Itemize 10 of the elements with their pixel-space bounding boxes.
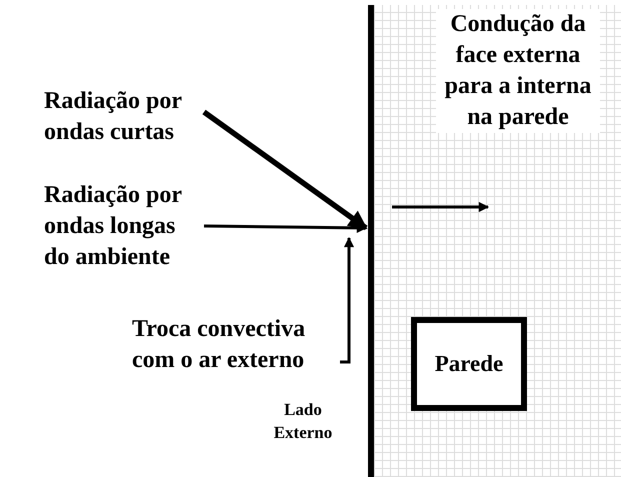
flux-label: Radiação por ondas longas do ambiente <box>44 180 204 273</box>
arrow <box>202 110 368 230</box>
side-label: Lado Externo <box>272 399 334 444</box>
wall-heading: Condução da face externa para a interna na parede <box>436 9 600 133</box>
flux-label: Radiação por ondas curtas <box>44 86 204 148</box>
arrow <box>340 236 354 364</box>
flux-label: Troca convectiva com o ar externo <box>132 314 340 376</box>
wall-panel <box>368 5 621 477</box>
arrow <box>204 222 368 233</box>
label-box: Parede <box>411 317 527 411</box>
